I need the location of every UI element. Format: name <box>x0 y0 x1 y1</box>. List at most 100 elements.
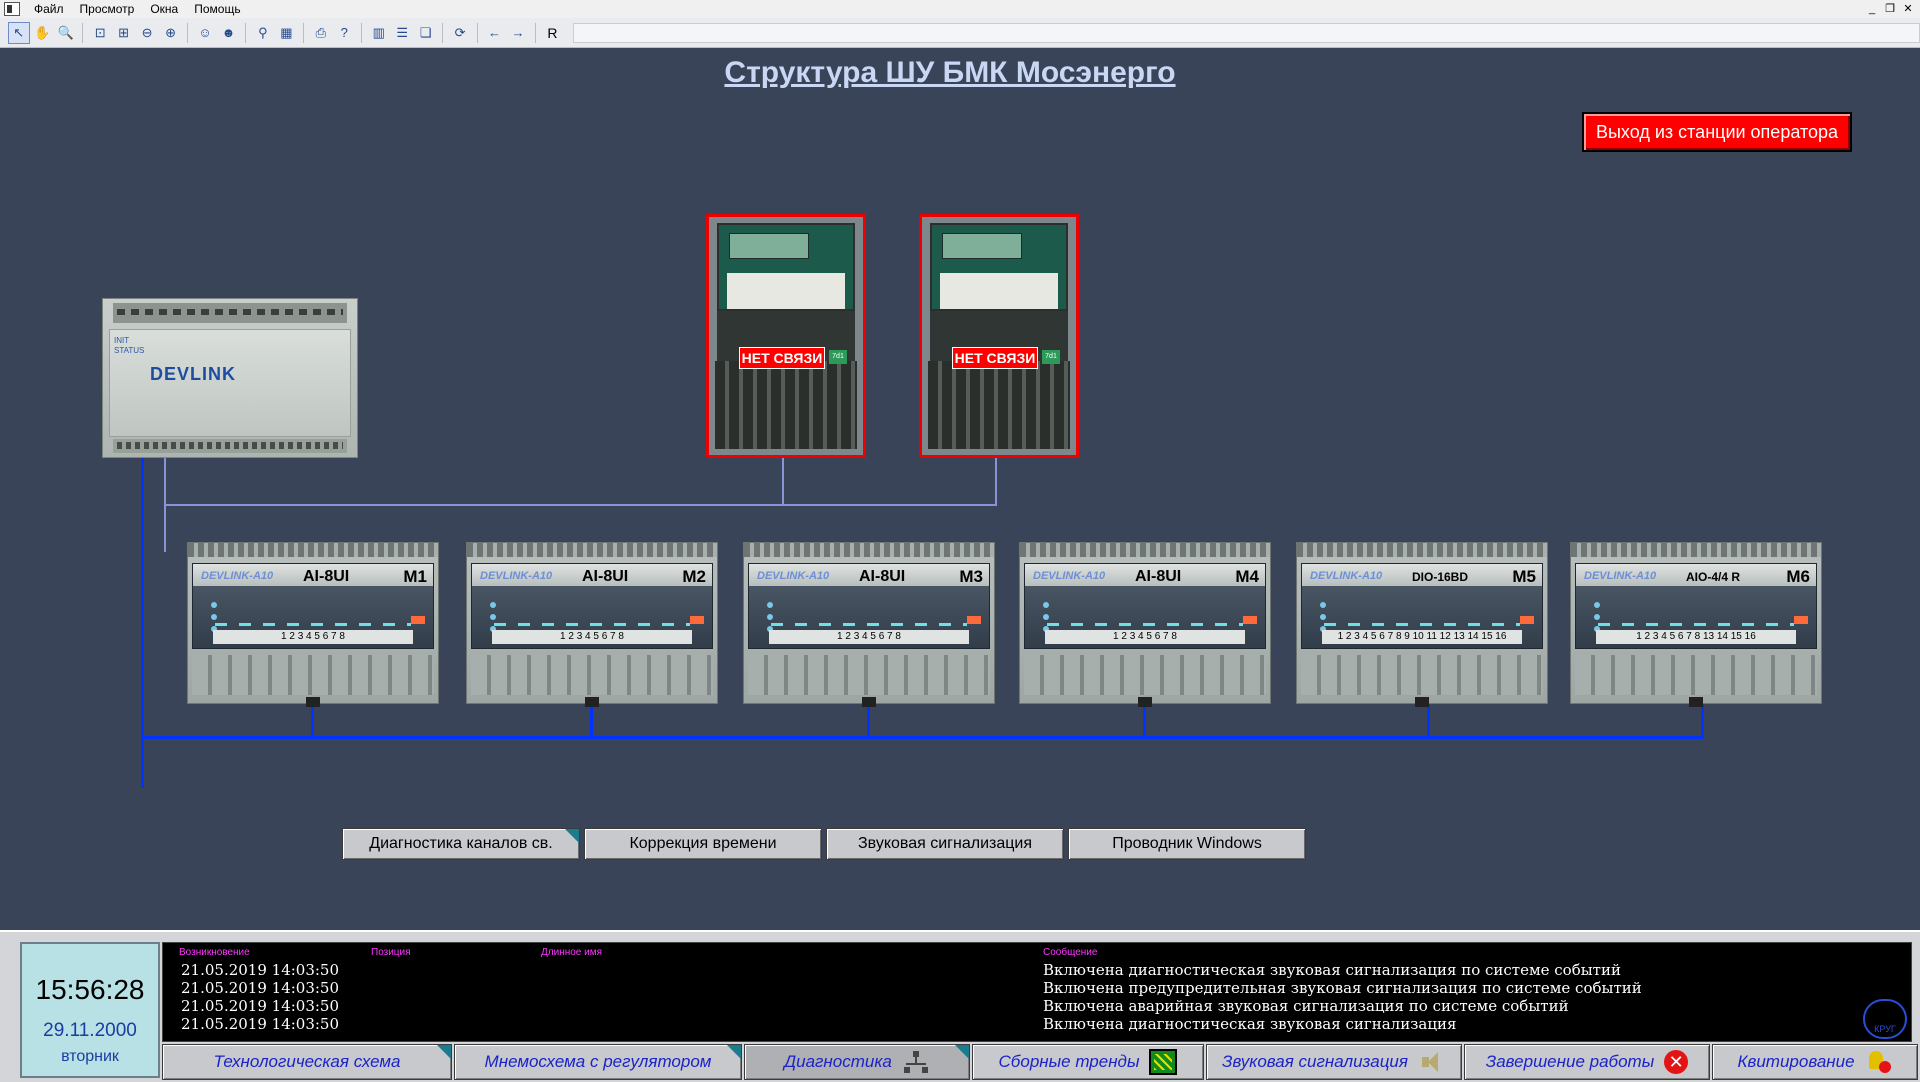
module-bus-line <box>141 458 144 788</box>
r-button[interactable]: R <box>547 24 558 41</box>
module-status-leds <box>211 602 271 632</box>
app-icon <box>4 2 20 16</box>
electricity-meter-1[interactable]: НЕТ СВЯЗИ 7d1 <box>706 214 866 458</box>
module-header-band <box>749 564 989 586</box>
zoom-out-icon[interactable]: ⊖ <box>141 24 153 40</box>
window-controls: _ ❐ ✕ <box>1866 3 1920 15</box>
io-module-m2[interactable]: DEVLINK-A10 AI-8UI M2 1 2 3 4 5 6 7 8 <box>466 542 718 707</box>
module-channel-leds <box>215 623 411 626</box>
module-top-strip <box>188 543 438 557</box>
layout-rows-icon[interactable]: ☰ <box>396 24 409 40</box>
module-id: M6 <box>1786 567 1810 586</box>
rs485-bus-line <box>995 458 997 506</box>
tab-label: Сборные тренды <box>998 1052 1140 1071</box>
io-module-m3[interactable]: DEVLINK-A10 AI-8UI M3 1 2 3 4 5 6 7 8 <box>743 542 995 707</box>
tab-sound-alarm[interactable]: Звуковая сигнализация <box>1206 1044 1462 1080</box>
toolbar-separator <box>361 22 362 43</box>
tab-label: Квитирование <box>1737 1052 1855 1071</box>
hand-icon[interactable]: ✋ <box>34 24 51 40</box>
users-icon[interactable]: ☺ <box>198 25 212 40</box>
module-brand: DEVLINK-A10 <box>1033 570 1106 582</box>
popup-corner-icon <box>437 1045 451 1059</box>
channel-diagnostics-button[interactable]: Диагностика каналов св. <box>342 828 580 860</box>
module-bus-drop <box>1701 704 1704 738</box>
module-channel-numbers: 1 2 3 4 5 6 7 8 <box>213 630 413 644</box>
magnifier-icon[interactable]: 🔍 <box>57 24 74 40</box>
toolbar-separator <box>442 22 444 43</box>
event-time: 21.05.2019 14:03:50 <box>181 1015 340 1033</box>
module-model: AIO-4/4 R <box>1686 570 1741 584</box>
menu-help[interactable]: Помощь <box>194 2 241 16</box>
popup-corner-icon <box>955 1045 969 1059</box>
back-arrow-icon[interactable]: ← <box>488 25 502 40</box>
module-terminal-base <box>1024 655 1266 695</box>
module-corner-marker <box>967 616 981 624</box>
circle-scroll-icon[interactable]: КРУГ <box>1863 999 1907 1039</box>
forward-arrow-icon[interactable]: → <box>511 25 525 40</box>
sound-alarm-button[interactable]: Звуковая сигнализация <box>826 828 1064 860</box>
help-icon[interactable]: ? <box>340 25 348 40</box>
time-correction-button[interactable]: Коррекция времени <box>584 828 822 860</box>
module-model: DIO-16BD <box>1412 570 1469 584</box>
zoom-in-icon[interactable]: ⊕ <box>165 24 177 40</box>
trend-icon <box>1149 1049 1178 1075</box>
toolbar-separator <box>82 22 84 43</box>
io-module-m6[interactable]: DEVLINK-A10 AIO-4/4 R M6 1 2 3 4 5 6 7 8… <box>1570 542 1822 707</box>
module-channel-numbers: 1 2 3 4 5 6 7 8 <box>769 630 969 644</box>
exit-operator-station-button[interactable]: Выход из станции оператора <box>1582 112 1852 152</box>
menu-file[interactable]: Файл <box>34 2 64 16</box>
mnemonic-canvas: Структура ШУ БМК Мосэнерго Выход из стан… <box>0 48 1920 930</box>
minimize-icon[interactable]: _ <box>1868 3 1876 15</box>
module-panel: DEVLINK-A10 AI-8UI M4 1 2 3 4 5 6 7 8 <box>1024 563 1266 649</box>
close-window-icon[interactable]: ✕ <box>1903 3 1913 15</box>
meter-label-plate <box>940 273 1058 309</box>
zoom-fit-icon[interactable]: ⊞ <box>118 24 130 40</box>
controller-ports-bottom <box>113 439 347 453</box>
menu-view[interactable]: Просмотр <box>79 2 135 16</box>
layout-columns-icon[interactable]: ▥ <box>372 24 385 40</box>
restore-icon[interactable]: ❐ <box>1885 3 1895 15</box>
module-panel: DEVLINK-A10 AI-8UI M1 1 2 3 4 5 6 7 8 <box>192 563 434 649</box>
electricity-meter-2[interactable]: НЕТ СВЯЗИ 7d1 <box>919 214 1079 458</box>
tab-shutdown[interactable]: Завершение работы ✕ <box>1464 1044 1710 1080</box>
devlink-controller[interactable]: INIT STATUS DEVLINK <box>102 298 358 458</box>
print-icon[interactable]: ⎙ <box>315 24 327 40</box>
module-id: M4 <box>1235 567 1259 586</box>
io-module-m5[interactable]: DEVLINK-A10 DIO-16BD M5 1 2 3 4 5 6 7 8 … <box>1296 542 1548 707</box>
module-header-band <box>1025 564 1265 586</box>
module-id: M3 <box>959 567 983 586</box>
module-status-leds <box>1043 602 1103 632</box>
windows-explorer-button[interactable]: Проводник Windows <box>1068 828 1306 860</box>
module-header-band <box>1302 564 1542 586</box>
module-panel: DEVLINK-A10 AI-8UI M3 1 2 3 4 5 6 7 8 <box>748 563 990 649</box>
windows-icon[interactable]: ❏ <box>419 24 432 40</box>
module-corner-marker <box>1243 616 1257 624</box>
io-module-m4[interactable]: DEVLINK-A10 AI-8UI M4 1 2 3 4 5 6 7 8 <box>1019 542 1271 707</box>
tab-combined-trends[interactable]: Сборные тренды <box>972 1044 1204 1080</box>
refresh-icon[interactable]: ⟳ <box>454 24 466 40</box>
module-terminal-base <box>471 655 713 695</box>
binoculars-icon[interactable]: ⚲ <box>258 24 268 40</box>
module-bus-connector <box>1138 697 1152 707</box>
toolbar-address-field[interactable] <box>573 22 1920 43</box>
calculator-icon[interactable]: ▦ <box>280 24 293 40</box>
io-module-m1[interactable]: DEVLINK-A10 AI-8UI M1 1 2 3 4 5 6 7 8 <box>187 542 439 707</box>
menu-windows[interactable]: Окна <box>150 2 179 16</box>
rs485-bus-line <box>782 458 784 506</box>
module-top-strip <box>744 543 994 557</box>
module-header-band <box>193 564 433 586</box>
channel-diagnostics-label: Диагностика каналов св. <box>369 835 553 852</box>
pointer-icon[interactable]: ↖ <box>8 21 30 44</box>
controller-brand: DEVLINK <box>150 364 237 384</box>
tab-label: Завершение работы <box>1485 1052 1655 1071</box>
tab-label: Мнемосхема с регулятором <box>484 1052 712 1071</box>
user-settings-icon[interactable]: ☻ <box>221 25 236 40</box>
tab-mnemonic-regulator[interactable]: Мнемосхема с регулятором <box>454 1044 742 1080</box>
tab-technological-scheme[interactable]: Технологическая схема <box>162 1044 452 1080</box>
event-log[interactable]: Возникновение Позиция Длинное имя Сообще… <box>162 942 1912 1042</box>
zoom-1to1-icon[interactable]: ⊡ <box>94 24 106 40</box>
tab-acknowledge[interactable]: Квитирование <box>1712 1044 1918 1080</box>
tab-diagnostics[interactable]: Диагностика <box>744 1044 970 1080</box>
module-model: AI-8UI <box>582 568 629 585</box>
module-model: AI-8UI <box>303 568 350 585</box>
